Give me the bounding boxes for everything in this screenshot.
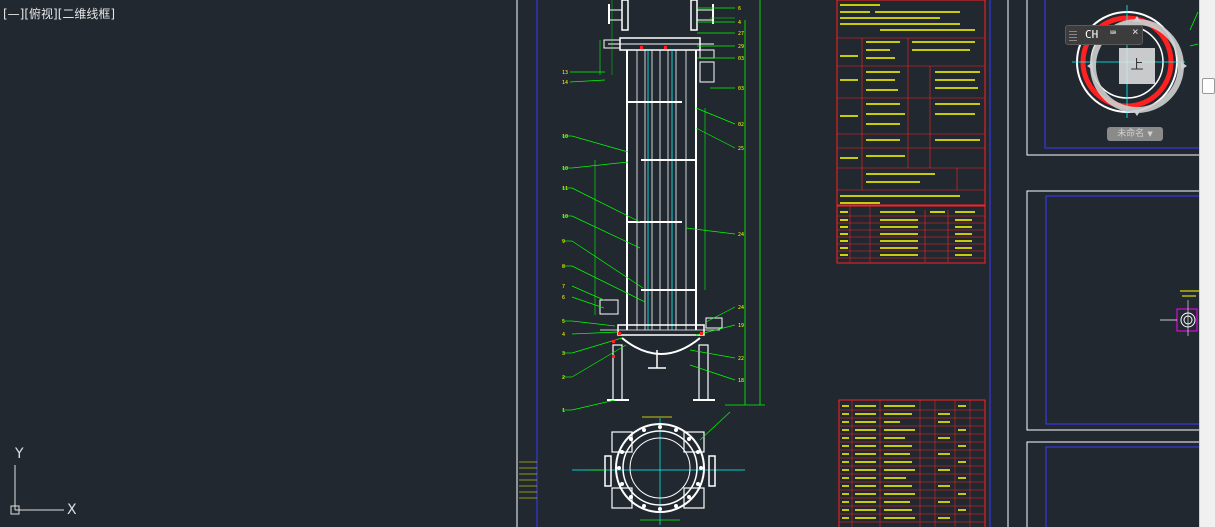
svg-text:03: 03	[738, 86, 744, 92]
svg-text:19: 19	[738, 323, 744, 329]
close-icon[interactable]: ×	[1132, 25, 1139, 38]
svg-text:8: 8	[562, 264, 565, 270]
ucs-x-label: X	[67, 502, 77, 518]
scrollbar-thumb[interactable]	[1202, 78, 1215, 94]
svg-text:6: 6	[562, 295, 565, 301]
svg-text:5: 5	[562, 319, 565, 325]
keyboard-icon[interactable]: ⌨	[1110, 28, 1117, 39]
technical-requirements-table	[836, 0, 986, 264]
svg-text:4: 4	[562, 332, 565, 338]
ucs-y-label: Y	[14, 446, 24, 462]
svg-text:3: 3	[562, 351, 565, 357]
svg-text:03: 03	[738, 56, 744, 62]
ime-language[interactable]: CH	[1085, 28, 1099, 41]
ucs-icon: Y X	[10, 446, 77, 518]
bottom-plan-view	[572, 411, 745, 525]
svg-text:7: 7	[562, 284, 565, 290]
svg-text:4: 4	[738, 20, 741, 26]
svg-text:6: 6	[738, 6, 741, 12]
svg-text:13: 13	[562, 70, 568, 76]
bill-of-materials-table	[838, 399, 986, 527]
sheet-right-middle	[1026, 190, 1203, 431]
svg-text:27: 27	[738, 31, 744, 37]
svg-text:10: 10	[562, 214, 568, 220]
ime-language-bar[interactable]: CH ⌨ ×	[1065, 25, 1143, 45]
named-view-dropdown[interactable]: 未命名▼	[1107, 127, 1163, 141]
named-view-label: 未命名	[1117, 129, 1145, 139]
viewport-controls-label[interactable]: [—][俯视][二维线框]	[3, 7, 116, 21]
svg-text:14: 14	[562, 80, 568, 86]
svg-text:25: 25	[738, 146, 744, 152]
svg-text:18: 18	[738, 378, 744, 384]
svg-text:9: 9	[562, 239, 565, 245]
svg-text:11: 11	[562, 186, 568, 192]
sheet-right-bottom	[1026, 441, 1203, 527]
drag-handle-icon[interactable]	[1069, 29, 1077, 41]
svg-text:10: 10	[562, 134, 568, 140]
navcube-top-face[interactable]: 上	[1119, 48, 1155, 84]
navcube-compass[interactable]	[1087, 16, 1187, 116]
vertical-scrollbar[interactable]	[1199, 0, 1215, 527]
chevron-down-icon: ▼	[1147, 130, 1153, 138]
svg-text:24: 24	[738, 232, 744, 238]
svg-text:02: 02	[738, 122, 744, 128]
sheet-frame	[516, 0, 1009, 527]
svg-text:29: 29	[738, 44, 744, 50]
svg-text:22: 22	[738, 356, 744, 362]
svg-text:1: 1	[562, 408, 565, 414]
svg-text:10: 10	[562, 166, 568, 172]
svg-text:24: 24	[738, 305, 744, 311]
svg-text:2: 2	[562, 375, 565, 381]
